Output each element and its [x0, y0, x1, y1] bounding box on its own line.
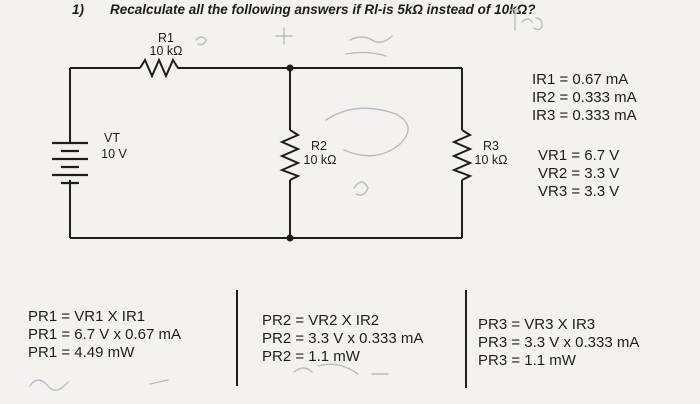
r1-name: R1 — [158, 31, 174, 45]
junction-dot — [286, 64, 294, 72]
power-r1-formula: PR1 = VR1 X IR1 — [28, 308, 146, 325]
divider — [236, 290, 238, 386]
question-number: 1) — [72, 2, 85, 17]
r1-value: 10 kΩ — [149, 44, 183, 58]
r3-symbol — [451, 129, 473, 181]
current-r3: IR3 = 0.333 mA — [532, 107, 637, 124]
r3-value: 10 kΩ — [474, 153, 508, 167]
r3-name: R3 — [483, 139, 499, 153]
power-r1-substitution: PR1 = 6.7 V x 0.67 mA — [28, 326, 181, 343]
voltage-r3: VR3 = 3.3 V — [538, 183, 620, 200]
r2-value: 10 kΩ — [303, 153, 337, 167]
power-r2-formula: PR2 = VR2 X IR2 — [262, 312, 380, 329]
power-r1-result: PR1 = 4.49 mW — [28, 344, 135, 361]
current-r1: IR1 = 0.67 mA — [532, 71, 629, 88]
divider — [465, 290, 467, 388]
power-r3-formula: PR3 = VR3 X IR3 — [478, 316, 596, 333]
power-r3-result: PR3 = 1.1 mW — [478, 352, 576, 369]
power-r3-substitution: PR3 = 3.3 V x 0.333 mA — [478, 334, 640, 351]
current-r2: IR2 = 0.333 mA — [532, 89, 637, 106]
r1-symbol — [139, 57, 182, 79]
source-value: 10 V — [101, 147, 127, 161]
voltage-r1: VR1 = 6.7 V — [538, 147, 620, 164]
r2-symbol — [279, 129, 301, 181]
power-r2-substitution: PR2 = 3.3 V x 0.333 mA — [262, 330, 424, 347]
r2-name: R2 — [311, 139, 327, 153]
voltage-r2: VR2 = 3.3 V — [538, 165, 620, 182]
junction-dot — [286, 234, 294, 242]
power-r2-result: PR2 = 1.1 mW — [262, 348, 360, 365]
question-text: Recalculate all the following answers if… — [110, 2, 536, 17]
battery-symbol — [52, 141, 88, 185]
source-name: VT — [104, 131, 120, 145]
